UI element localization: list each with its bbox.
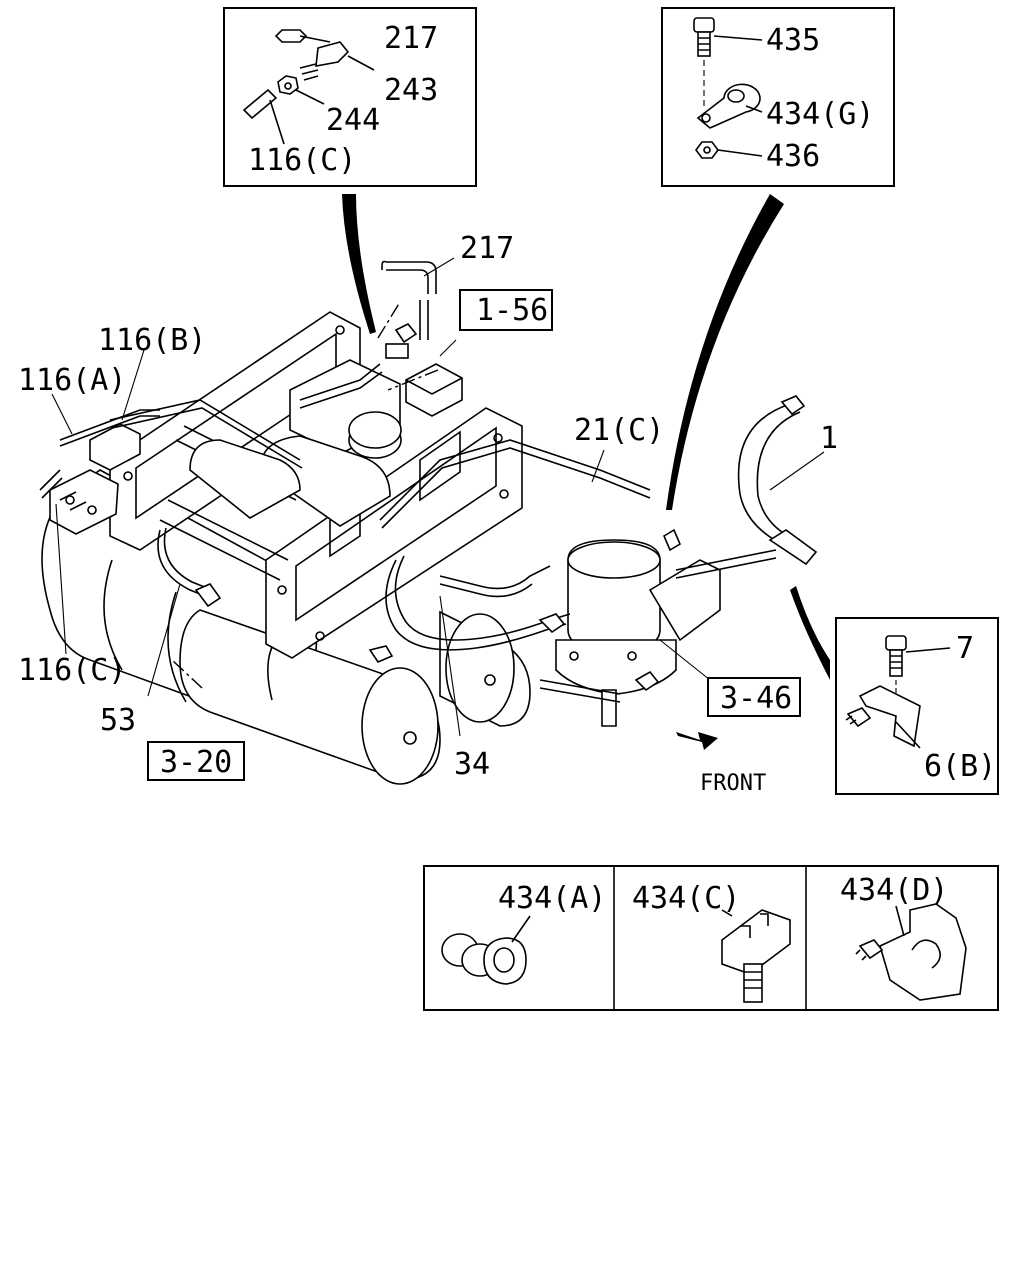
callout-pointer-right [666, 194, 784, 510]
part-label-1: 1 [820, 421, 838, 456]
callout-label-434g: 434(G) [766, 97, 874, 132]
callout-label-7: 7 [956, 631, 974, 666]
callout-box-fittings: 217 243 244 116(C) [223, 7, 477, 187]
callout-pointer-lower-right [790, 586, 830, 680]
callout-label-217: 217 [384, 21, 438, 56]
p-clamp-icon [696, 83, 763, 129]
reference-label-1-56: 1-56 [476, 293, 548, 328]
bolt-icon [693, 17, 763, 57]
clamp-label-434d: 434(D) [840, 873, 948, 908]
reference-label-3-20: 3-20 [160, 745, 232, 780]
reference-label-3-46: 3-46 [720, 681, 792, 716]
leader-lines [51, 257, 825, 737]
callout-pointer-left [342, 194, 376, 334]
callout-label-6b: 6(B) [924, 749, 996, 784]
part-label-116b: 116(B) [98, 323, 206, 358]
air-tank-assembly [39, 260, 818, 785]
elbow-fitting-icon [299, 41, 375, 81]
pipe-end-icon [242, 88, 285, 145]
callout-label-116c: 116(C) [248, 143, 356, 178]
part-label-34: 34 [454, 747, 490, 782]
clamp-label-434c: 434(C) [632, 881, 740, 916]
bolt-icon [885, 635, 951, 677]
part-label-116a: 116(A) [18, 363, 126, 398]
front-arrow-icon [676, 732, 718, 750]
clamp-label-434a: 434(A) [498, 881, 606, 916]
part-label-116c: 116(C) [18, 653, 126, 688]
reference-box-3-20[interactable]: 3-20 [147, 741, 245, 781]
clamp-variants-panel: 434(A) 434(C) 434(D) [423, 865, 999, 1011]
callout-box-clamp: 435 434(G) 436 [661, 7, 895, 187]
nut-icon [695, 141, 763, 159]
part-label-21c: 21(C) [574, 413, 664, 448]
callout-box-bracket: 7 6(B) [835, 617, 999, 795]
clamp-a-icon [441, 915, 531, 985]
callout-label-244: 244 [326, 103, 380, 138]
reference-box-1-56[interactable]: 1-56 [459, 289, 553, 331]
callout-label-435: 435 [766, 23, 820, 58]
callout-label-436: 436 [766, 139, 820, 174]
bracket-icon [845, 685, 921, 749]
callout-label-243: 243 [384, 73, 438, 108]
part-label-217: 217 [460, 231, 514, 266]
front-label: FRONT [700, 771, 766, 796]
clamp-c-icon [721, 909, 791, 1003]
nut-icon [277, 75, 325, 105]
part-label-53: 53 [100, 703, 136, 738]
clamp-d-icon [855, 903, 967, 1001]
reference-box-3-46[interactable]: 3-46 [707, 677, 801, 717]
banjo-bolt-icon [274, 29, 331, 43]
